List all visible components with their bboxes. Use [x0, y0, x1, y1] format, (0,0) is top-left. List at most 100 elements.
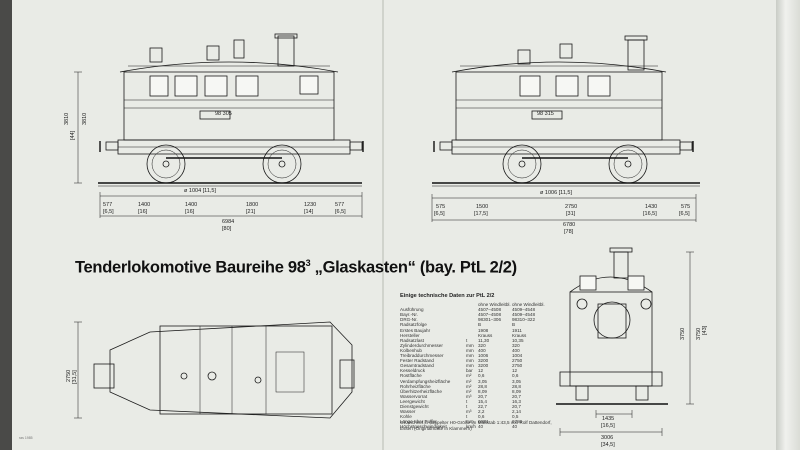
dim-scale: [31] — [566, 211, 576, 217]
total-length-scale: [80] — [222, 226, 232, 232]
dim-scale: [6,5] — [679, 211, 690, 217]
table-cell-a: 3200 — [478, 358, 489, 364]
table-cell-label: Verdampfungsheizfläche — [400, 378, 451, 384]
table-cell-a: 2,2 — [478, 409, 485, 415]
table-cell-label: Ausführung — [400, 307, 424, 313]
dim-mm: 577 — [103, 202, 112, 208]
table-cell-a: Krauss — [478, 332, 493, 338]
dim-mm: 1800 — [246, 202, 258, 208]
table-cell-a: 3200 — [478, 363, 489, 369]
table-cell-a: 15,4 — [478, 398, 487, 404]
table-cell-b: 400 — [512, 347, 520, 353]
cab-number-label: 98 305 — [215, 111, 232, 117]
table-cell-b: 8,09 — [512, 388, 521, 394]
table-cell-a: 6984 — [478, 419, 489, 425]
center-fold — [382, 0, 384, 450]
table-cell-b: 40 — [512, 424, 518, 430]
table-cell-unit: m² — [466, 378, 472, 384]
height-dim: 3810 — [64, 113, 70, 125]
table-cell-unit: t — [466, 403, 468, 409]
table-cell-a: B — [478, 322, 482, 328]
table-cell-a: 0,6 — [478, 414, 485, 420]
table-cell-b: 20,7 — [512, 393, 521, 399]
title-rest: „Glaskasten“ (bay. PtL 2/2) — [310, 258, 518, 277]
table-cell-a: 3,05 — [478, 378, 487, 384]
column-header: ohne Windleitbl. — [512, 302, 545, 308]
top-view — [74, 321, 355, 419]
wheel-diameter-label: ø 1004 [11,5] — [184, 188, 216, 194]
table-cell-label: Kohle — [400, 414, 412, 420]
table-cell-b: 6780 — [512, 419, 523, 425]
dim-mm: 577 — [335, 202, 344, 208]
dim-scale: [17,5] — [474, 211, 488, 217]
table-cell-label: Hersteller — [400, 332, 420, 338]
table-header-row: ohne Windleitbl. ohne Windleitbl. — [400, 302, 560, 307]
table-cell-a: 12 — [478, 368, 484, 374]
width-scale: [31,5] — [72, 370, 78, 384]
table-cell-unit: t — [466, 337, 468, 343]
table-cell-b: 20,7 — [512, 403, 521, 409]
wheel-diameter-label: ø 1006 [11,5] — [540, 190, 572, 196]
table-cell-a: 40 — [478, 424, 484, 430]
table-cell-label: Kesseldruck — [400, 368, 426, 374]
table-cell-b: 3,05 — [512, 378, 521, 384]
table-cell-b: 2750 — [512, 358, 523, 364]
width-scale: [34,5] — [601, 442, 615, 448]
table-cell-a: 98301–306 — [478, 317, 501, 323]
top-view-labels: 2750 [31,5] — [66, 370, 78, 384]
dim-mm: 575 — [681, 204, 690, 210]
technical-data-table: Einige technische Daten zur PtL 2/2 ohne… — [400, 293, 560, 429]
table-cell-label: Kolbenhub — [400, 347, 422, 353]
table-cell-b: 12 — [512, 368, 518, 374]
drawing-title: Tenderlokomotive Baureihe 983 „Glaskaste… — [75, 258, 535, 278]
table-cell-b: B — [512, 322, 516, 328]
table-cell-label: Wasservorrat — [400, 393, 428, 399]
dim-mm: 1430 — [645, 204, 657, 210]
table-cell-unit: km/h — [466, 424, 476, 430]
table-row: Länge über Puffer mm 6984 6780 — [400, 419, 560, 424]
gauge-mm: 1435 — [602, 416, 614, 422]
dim-scale: [16] — [138, 209, 148, 215]
total-length-mm: 6984 — [222, 219, 234, 225]
dim-scale: [6,5] — [335, 209, 346, 215]
table-cell-label: Bayr.-Nr. — [400, 312, 418, 318]
left-height-label-extra: 3810 — [82, 113, 88, 125]
table-cell-label: Länge über Puffer — [400, 419, 437, 425]
table-cell-unit: mm — [466, 353, 474, 359]
height-scale: [43] — [702, 325, 708, 335]
height-scale: [44] — [70, 130, 76, 140]
table-heading: Einige technische Daten zur PtL 2/2 — [400, 293, 495, 299]
table-cell-label: Radsatzlast — [400, 337, 425, 343]
table-cell-unit: m³ — [466, 409, 472, 415]
table-cell-b: 4509–4548 — [512, 307, 535, 313]
table-cell-b: 0,5 — [512, 414, 519, 420]
dim-scale: [6,5] — [103, 209, 114, 215]
table-cell-b: 28,8 — [512, 383, 521, 389]
dim-scale: [21] — [246, 209, 256, 215]
table-cell-b: 2750 — [512, 363, 523, 369]
width-dim: 2750 — [66, 370, 72, 382]
table-cell-b: 320 — [512, 342, 520, 348]
scale-note: Gezeichnet in doppelter H0-Größe im Maßs… — [400, 420, 552, 431]
table-cell-unit: mm — [466, 419, 474, 425]
table-cell-a: 320 — [478, 342, 486, 348]
column-header: ohne Windleitbl. — [478, 302, 511, 308]
table-cell-label: Treibraddurchmesser — [400, 353, 444, 359]
table-cell-a: 20,7 — [478, 393, 487, 399]
table-cell-label: Wasser — [400, 409, 416, 415]
table-cell-label: Radsatzfolge — [400, 322, 427, 328]
dim-mm: 1500 — [476, 204, 488, 210]
table-cell-a: 4507–4508 — [478, 312, 501, 318]
table-cell-a: 28,8 — [478, 383, 487, 389]
